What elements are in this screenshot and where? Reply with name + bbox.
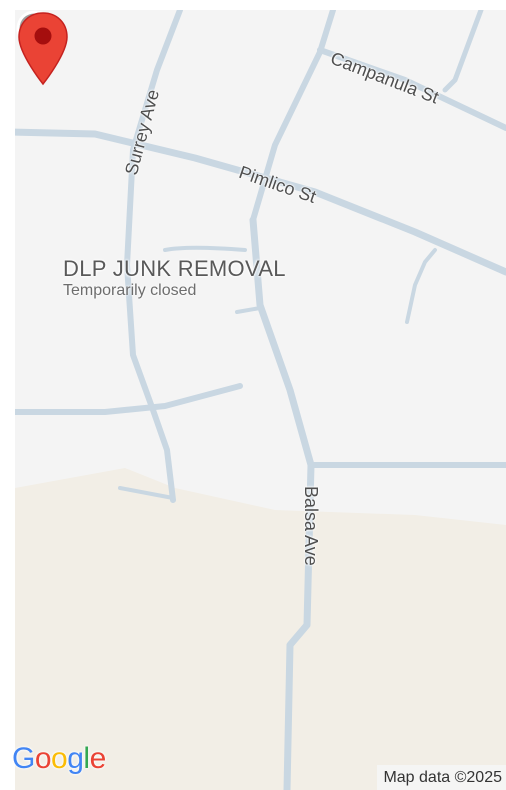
poi-name[interactable]: DLP JUNK REMOVAL — [63, 256, 286, 281]
land-area — [15, 468, 506, 790]
road-small-south — [118, 486, 175, 500]
street-label-balsa-ave: Balsa Ave — [301, 486, 321, 566]
logo-letter: e — [89, 742, 107, 775]
road-small-right — [405, 248, 437, 324]
road-pimlico-st — [15, 128, 506, 276]
road-left-horizontal — [15, 383, 243, 415]
logo-letter: o — [34, 742, 52, 775]
road-upper-right — [442, 10, 484, 93]
road-small-north — [163, 245, 247, 252]
google-logo[interactable]: Google — [12, 742, 106, 776]
road-surrey-ave — [124, 10, 183, 503]
logo-letter: G — [12, 742, 35, 775]
poi-status: Temporarily closed — [63, 282, 197, 299]
road-upper-center — [250, 10, 336, 223]
logo-letter: o — [51, 742, 68, 775]
map-canvas[interactable]: Campanula St Pimlico St Surrey Ave Balsa… — [15, 10, 506, 790]
map-marker-icon[interactable] — [15, 10, 71, 88]
road-campanula-st — [317, 47, 506, 131]
map-roads — [15, 10, 506, 790]
logo-letter: g — [67, 742, 84, 775]
road-small-mid — [235, 306, 262, 314]
logo-letter: l — [83, 742, 90, 775]
map-attribution[interactable]: Map data ©2025 — [377, 765, 506, 790]
